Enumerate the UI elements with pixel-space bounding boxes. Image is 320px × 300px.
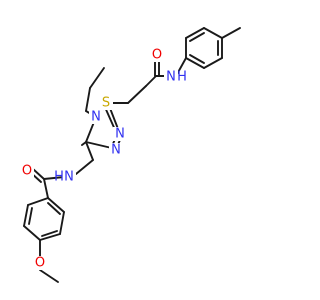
bond — [41, 230, 58, 237]
oxygen-label: O — [35, 256, 45, 271]
nitrogen-label: N — [91, 110, 101, 125]
bond — [23, 204, 29, 227]
hydrogen-label: H — [177, 70, 187, 85]
hydrogen-label: H — [54, 170, 64, 185]
label-background — [20, 164, 34, 178]
bond — [23, 225, 41, 241]
bond — [39, 233, 61, 241]
sulfur-label: S — [102, 96, 110, 111]
bond — [28, 207, 33, 225]
bond — [127, 85, 147, 104]
bond — [47, 202, 61, 215]
label-background — [113, 127, 127, 141]
bond — [43, 178, 49, 199]
nitrogen-label: N — [115, 127, 125, 142]
label-background — [99, 96, 113, 110]
label-background — [89, 110, 103, 124]
nitrogen-label: N — [64, 170, 74, 185]
nitrogen-label: N — [166, 70, 176, 85]
bond — [39, 269, 59, 283]
label-background — [62, 170, 76, 184]
bond — [189, 54, 205, 64]
oxygen-label: O — [22, 164, 32, 179]
label-background — [150, 48, 164, 62]
bond — [32, 168, 45, 180]
bond — [185, 27, 205, 39]
bond — [75, 159, 94, 175]
bond — [43, 176, 65, 180]
bond — [27, 197, 49, 206]
label-background — [164, 70, 178, 84]
bond — [189, 32, 205, 42]
bond — [145, 75, 157, 87]
bond — [221, 27, 241, 39]
chemical-structure-diagram: N H O S N N N N H O O — [20, 27, 241, 283]
bond — [89, 67, 105, 89]
bond — [203, 57, 223, 69]
bond — [203, 27, 223, 39]
oxygen-label: O — [152, 48, 162, 63]
bond — [47, 197, 65, 213]
bond — [85, 141, 94, 161]
nitrogen-label: N — [111, 143, 121, 158]
bond — [85, 87, 91, 112]
bond — [59, 211, 65, 235]
label-background — [109, 143, 123, 157]
label-background — [33, 256, 47, 270]
bond-layer — [23, 27, 241, 283]
atom-label-layer: N H O S N N N N H O O — [20, 48, 187, 271]
bond — [185, 57, 205, 69]
